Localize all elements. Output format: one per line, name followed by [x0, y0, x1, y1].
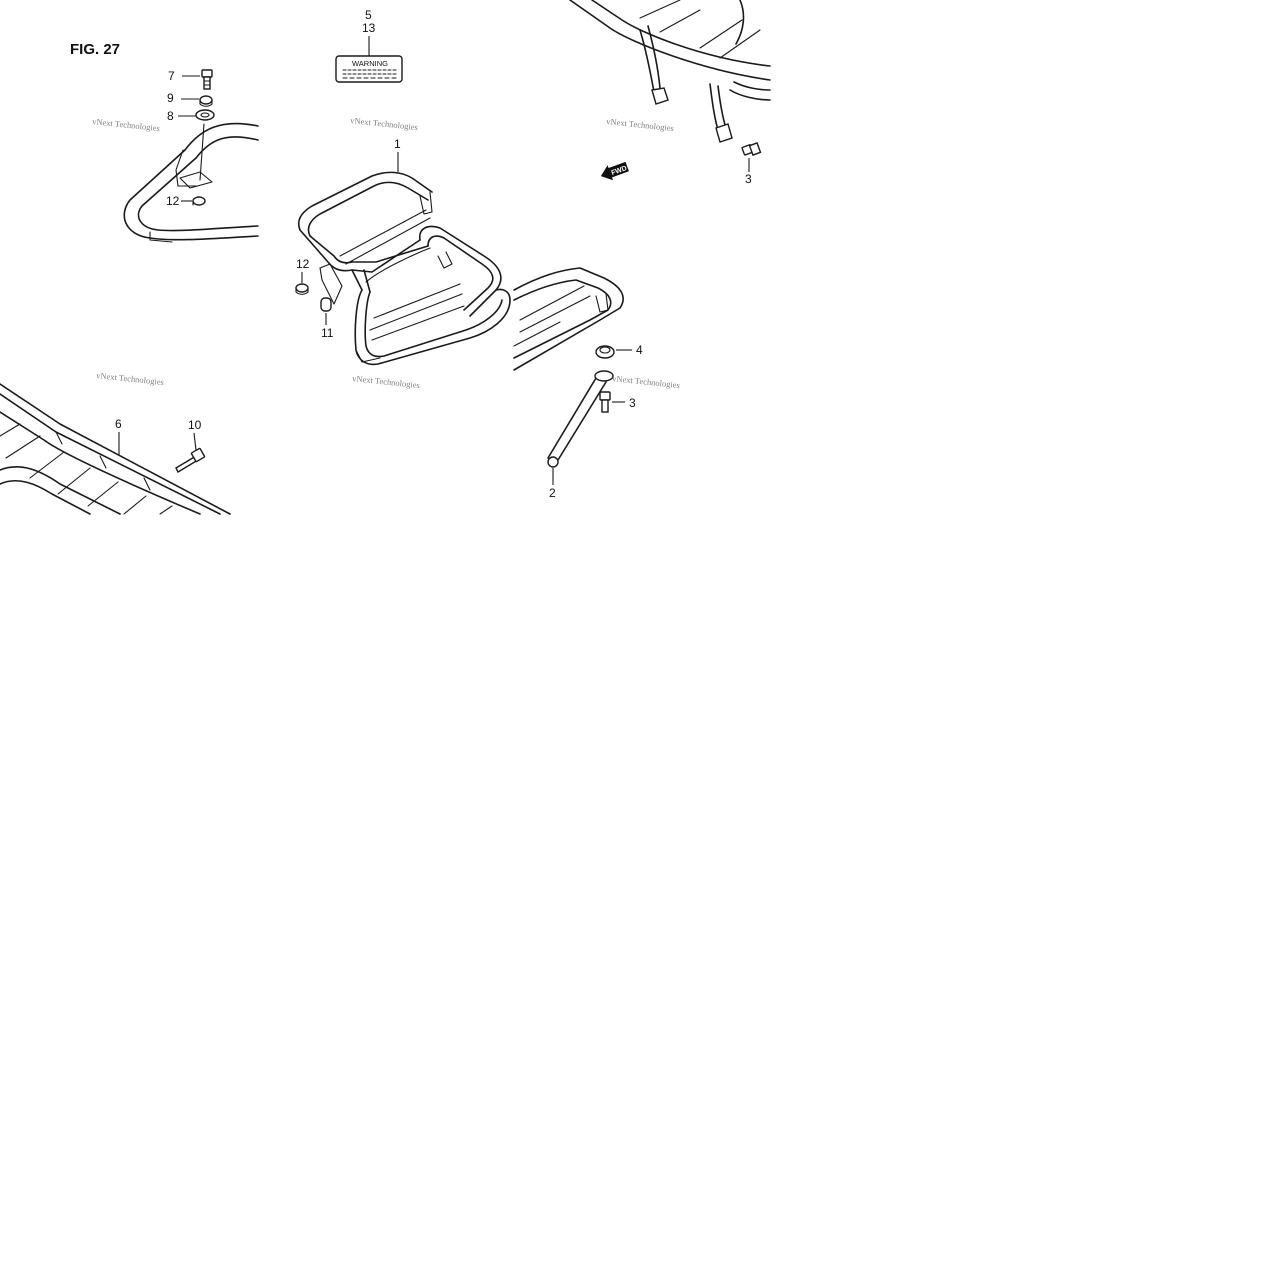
- bolt-part-10: [175, 447, 206, 473]
- panel-bottom-right-carrier: 4 3 2 vNext Technologies: [513, 267, 681, 500]
- figure-title: FIG. 27: [70, 41, 120, 58]
- collar-part-9: [199, 95, 213, 107]
- panel-top-left-rack-detail: 7 9 8 12 vNext Technologies: [92, 69, 259, 243]
- callout-11: 11: [321, 326, 334, 340]
- callout-4: 4: [636, 343, 643, 357]
- carrier-frame-part-6: [0, 383, 231, 515]
- panel-top-right-carrier: 3 FWD vNext Technologies: [569, 0, 771, 186]
- watermark-2: vNext Technologies: [350, 115, 419, 132]
- bolt-part-3-bottom: [599, 391, 611, 413]
- callout-3-top: 3: [745, 172, 752, 186]
- strut-part-2: [547, 370, 614, 468]
- cushion-part-11: [319, 263, 343, 312]
- callout-3-bottom: 3: [629, 396, 636, 410]
- warning-label-sticker: WARNING: [335, 55, 403, 83]
- cushion-part-4: [595, 345, 615, 359]
- watermark-3: vNext Technologies: [352, 373, 421, 390]
- cushion-part-8: [195, 109, 215, 121]
- rack-tube-outline-left: [123, 122, 259, 243]
- callout-1: 1: [394, 137, 401, 151]
- callout-7: 7: [168, 69, 175, 83]
- callout-12-left: 12: [166, 194, 180, 208]
- nut-part-12-center: [295, 283, 309, 295]
- watermark-5: vNext Technologies: [96, 370, 165, 387]
- callout-13: 13: [362, 21, 376, 35]
- callout-10: 10: [188, 418, 202, 432]
- panel-bottom-left-carrier: 6 10 vNext Technologies: [0, 370, 231, 515]
- callout-2: 2: [549, 486, 556, 500]
- callout-5: 5: [365, 8, 372, 22]
- callout-9: 9: [167, 91, 174, 105]
- watermark-6: vNext Technologies: [612, 373, 681, 390]
- bracket-plate: [179, 171, 213, 189]
- panel-center-front-rack: WARNING 5 13 vNext Technologies: [295, 8, 511, 390]
- callout-8: 8: [167, 109, 174, 123]
- bolt-part-7: [201, 69, 213, 90]
- warning-label-text: WARNING: [352, 59, 388, 68]
- forward-direction-arrow: FWD: [600, 161, 629, 181]
- carrier-frame-top-right: [569, 0, 771, 143]
- callout-6: 6: [115, 417, 122, 431]
- carrier-frame-bottom-right: [513, 267, 624, 371]
- front-rack-frame-part-1: [297, 171, 511, 366]
- watermark-4: vNext Technologies: [606, 116, 675, 133]
- callout-12-center: 12: [296, 257, 310, 271]
- nut-part-12-left: [192, 196, 206, 206]
- bolt-part-3-top: [741, 142, 762, 156]
- watermark-1: vNext Technologies: [92, 116, 161, 133]
